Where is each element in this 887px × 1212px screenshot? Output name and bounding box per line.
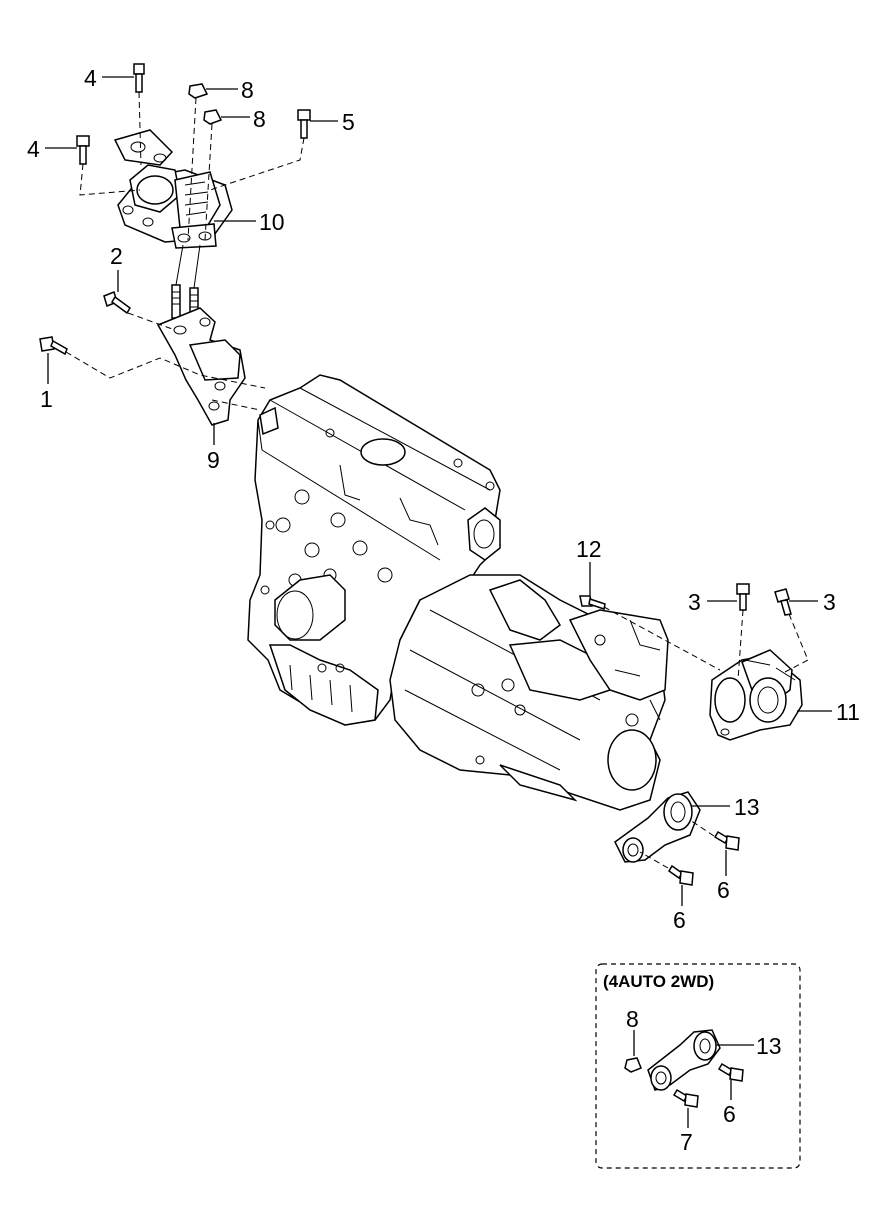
callout-11: 11 bbox=[836, 699, 860, 725]
engine-block bbox=[247, 374, 501, 726]
callout-8-top: 8 bbox=[241, 77, 254, 103]
assembly-lines bbox=[65, 91, 809, 869]
inset-callout-13: 13 bbox=[756, 1033, 782, 1059]
callout-4-top: 4 bbox=[84, 65, 97, 91]
inset-bolt-6 bbox=[717, 1062, 744, 1082]
callout-2: 2 bbox=[110, 243, 123, 269]
bolts bbox=[39, 63, 792, 886]
callout-9: 9 bbox=[207, 447, 220, 473]
transmission bbox=[389, 574, 669, 811]
callout-1: 1 bbox=[40, 386, 53, 412]
leader-lines bbox=[45, 76, 832, 906]
mounting-bracket-9 bbox=[156, 307, 246, 426]
callout-13: 13 bbox=[734, 794, 760, 820]
callout-8-second: 8 bbox=[253, 106, 266, 132]
callout-5: 5 bbox=[342, 109, 355, 135]
callout-labels: 4 4 8 8 5 10 2 1 9 12 3 3 11 13 6 6 bbox=[27, 65, 860, 933]
callout-10: 10 bbox=[259, 209, 285, 235]
callout-4-left: 4 bbox=[27, 136, 40, 162]
inset-title: (4AUTO 2WD) bbox=[603, 972, 714, 991]
callout-3-right: 3 bbox=[823, 589, 836, 615]
inset-4auto-2wd: (4AUTO 2WD) 8 13 6 7 bbox=[595, 963, 801, 1169]
stud-pair bbox=[171, 244, 201, 321]
callout-12: 12 bbox=[576, 536, 602, 562]
transmission-mount-11 bbox=[709, 649, 803, 741]
inset-callout-8: 8 bbox=[626, 1006, 639, 1032]
callout-3-left: 3 bbox=[688, 589, 701, 615]
inset-bolt-7 bbox=[672, 1088, 699, 1108]
engine-mount-bracket-10 bbox=[113, 129, 233, 249]
callout-6-lower: 6 bbox=[673, 907, 686, 933]
callout-6-right: 6 bbox=[717, 877, 730, 903]
roll-rod-13 bbox=[614, 791, 701, 863]
inset-border bbox=[595, 963, 801, 1169]
inset-callout-7: 7 bbox=[680, 1129, 693, 1155]
inset-callout-6: 6 bbox=[723, 1101, 736, 1127]
inset-nut bbox=[624, 1057, 642, 1073]
inset-roll-rod bbox=[647, 1029, 721, 1091]
